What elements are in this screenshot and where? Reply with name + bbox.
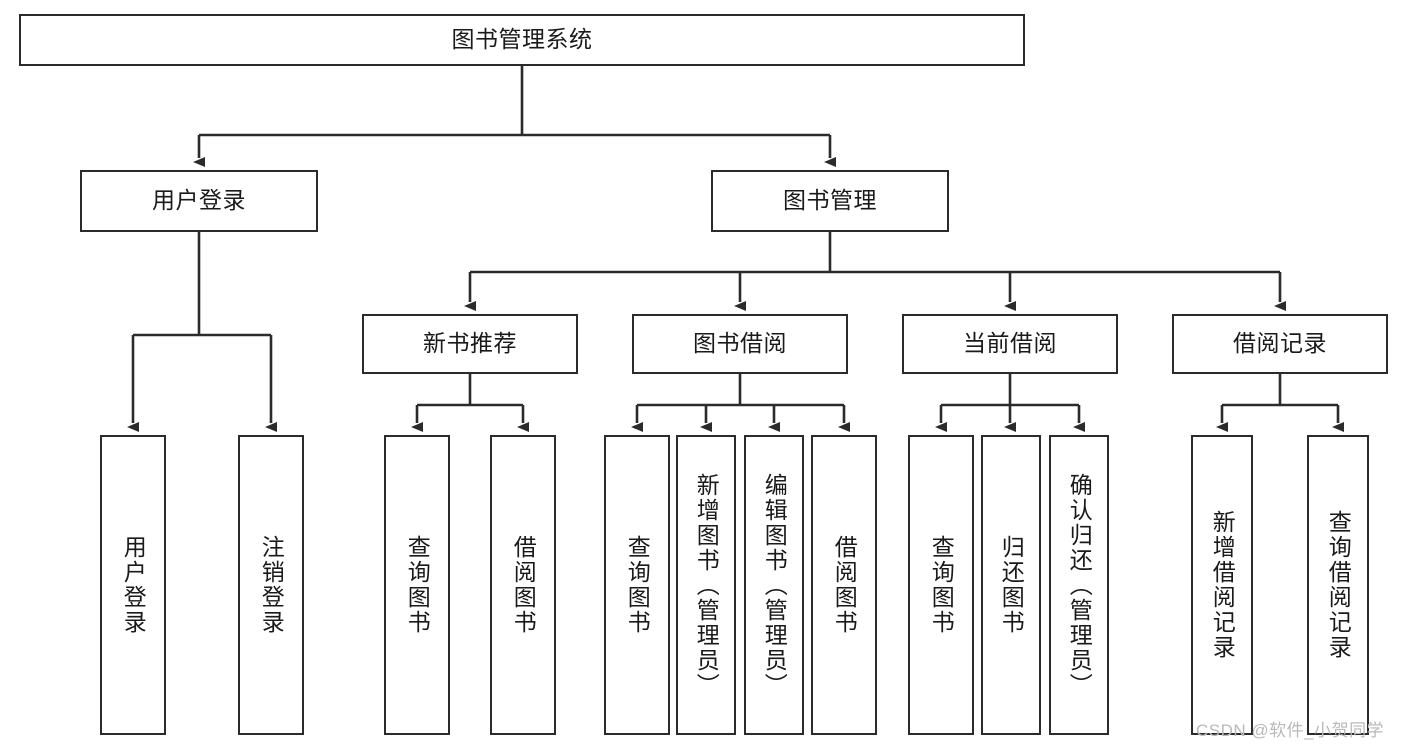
- node-leaf-user-login-label: 用户登录: [120, 535, 147, 635]
- node-leaf-user-login[interactable]: 用户登录: [100, 435, 166, 735]
- node-leaf-query-book-3-label: 查询图书: [928, 535, 955, 635]
- node-leaf-query-book-2-label: 查询图书: [624, 535, 651, 635]
- node-new-book-recommend[interactable]: 新书推荐: [362, 314, 578, 374]
- node-book-manage[interactable]: 图书管理: [711, 170, 949, 232]
- node-book-borrow[interactable]: 图书借阅: [632, 314, 848, 374]
- node-leaf-borrow-book-1[interactable]: 借阅图书: [490, 435, 556, 735]
- node-leaf-add-book-label: 新增图书（管理员）: [693, 472, 720, 698]
- node-leaf-borrow-book-1-label: 借阅图书: [510, 535, 537, 635]
- node-leaf-return-book-label: 归还图书: [998, 535, 1025, 635]
- node-user-login[interactable]: 用户登录: [80, 170, 318, 232]
- node-leaf-query-book-3[interactable]: 查询图书: [908, 435, 974, 735]
- node-root[interactable]: 图书管理系统: [19, 14, 1025, 66]
- node-leaf-query-book-1[interactable]: 查询图书: [384, 435, 450, 735]
- node-leaf-borrow-book-2[interactable]: 借阅图书: [811, 435, 877, 735]
- node-leaf-query-book-1-label: 查询图书: [404, 535, 431, 635]
- node-leaf-edit-book[interactable]: 编辑图书（管理员）: [744, 435, 804, 735]
- node-leaf-query-record[interactable]: 查询借阅记录: [1307, 435, 1369, 735]
- node-leaf-add-book[interactable]: 新增图书（管理员）: [676, 435, 736, 735]
- node-current-borrow[interactable]: 当前借阅: [902, 314, 1118, 374]
- node-leaf-borrow-book-2-label: 借阅图书: [831, 535, 858, 635]
- node-leaf-return-book[interactable]: 归还图书: [981, 435, 1041, 735]
- node-leaf-edit-book-label: 编辑图书（管理员）: [761, 472, 788, 698]
- node-leaf-confirm-return-label: 确认归还（管理员）: [1066, 472, 1093, 698]
- node-leaf-confirm-return[interactable]: 确认归还（管理员）: [1049, 435, 1109, 735]
- node-leaf-logout-login-label: 注销登录: [258, 535, 285, 635]
- node-leaf-query-record-label: 查询借阅记录: [1325, 510, 1352, 660]
- node-leaf-logout-login[interactable]: 注销登录: [238, 435, 304, 735]
- node-borrow-record[interactable]: 借阅记录: [1172, 314, 1388, 374]
- node-leaf-add-record-label: 新增借阅记录: [1209, 510, 1236, 660]
- watermark-text: CSDN @软件_小贺同学: [1196, 721, 1385, 740]
- node-leaf-add-record[interactable]: 新增借阅记录: [1191, 435, 1253, 735]
- node-leaf-query-book-2[interactable]: 查询图书: [604, 435, 670, 735]
